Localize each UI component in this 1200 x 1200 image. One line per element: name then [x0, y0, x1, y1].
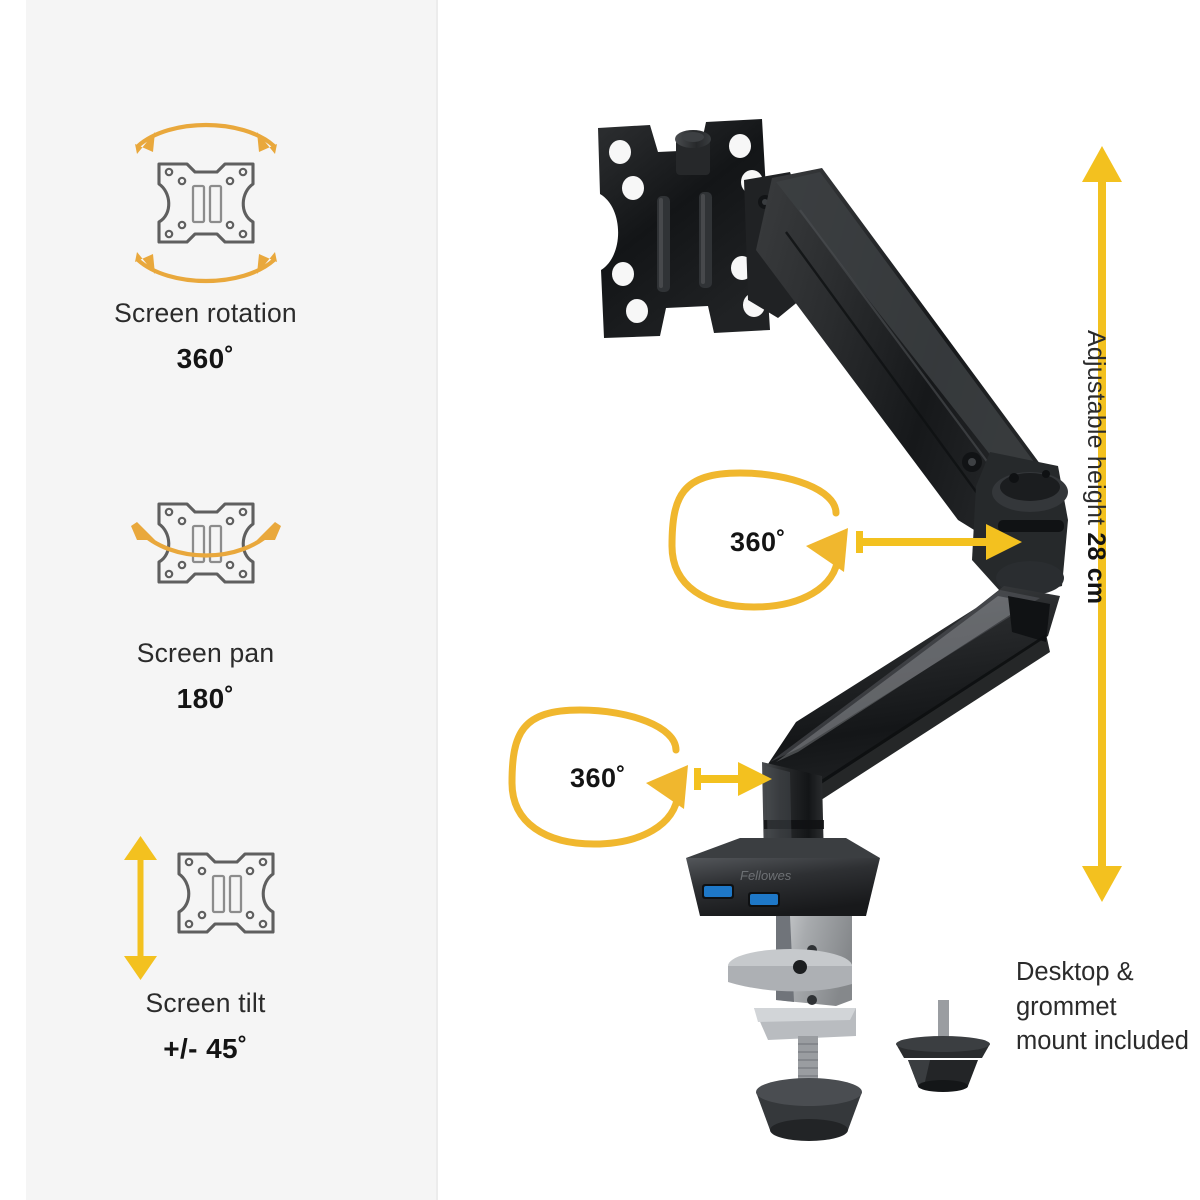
brand-logo: Fellowes	[740, 868, 792, 883]
height-label-prefix: Adjustable height	[1082, 330, 1110, 533]
lower-arm-segment	[768, 586, 1060, 802]
callout-lower-post	[508, 706, 772, 848]
feature-value: 360˚	[176, 342, 235, 374]
feature-label: Screen tilt	[145, 988, 266, 1018]
callout-lower-label: 360˚	[570, 763, 627, 793]
feature-value: 180˚	[176, 682, 235, 714]
feature-screen-pan: Screen pan 180˚	[0, 478, 411, 715]
features-panel	[26, 0, 437, 1200]
vertical-post	[762, 762, 824, 862]
adjustable-height-label: Adjustable height 28 cm	[1081, 330, 1110, 750]
feature-label: Screen pan	[136, 638, 275, 668]
vesa-knob	[675, 130, 711, 175]
elbow-joint	[972, 452, 1068, 600]
panel-divider	[436, 0, 438, 1200]
height-label-value: 28 cm	[1082, 532, 1110, 605]
feature-screen-tilt: Screen tilt +/- 45˚	[0, 828, 411, 1065]
desk-clamp-base: Fellowes	[686, 838, 880, 1141]
feature-label: Screen rotation	[114, 298, 297, 328]
feature-value: +/- 45˚	[163, 1032, 248, 1064]
tilt-arrow	[123, 836, 157, 980]
vesa-plate-pan-icon	[130, 502, 281, 584]
mount-caption: Desktop & grommet mount included	[1016, 958, 1189, 1056]
vesa-plate-rotation-icon	[134, 123, 277, 283]
callout-upper-label: 360˚	[730, 527, 787, 557]
upper-arm-segment	[756, 168, 1052, 546]
callout-upper-joint	[668, 469, 1022, 611]
vesa-plate-tilt-icon	[123, 836, 275, 980]
grommet-mount-accessory	[896, 1000, 990, 1092]
feature-screen-rotation: Screen rotation 360˚	[0, 108, 411, 375]
adjustable-height-arrow	[1082, 146, 1122, 902]
usb-ports	[702, 884, 780, 907]
